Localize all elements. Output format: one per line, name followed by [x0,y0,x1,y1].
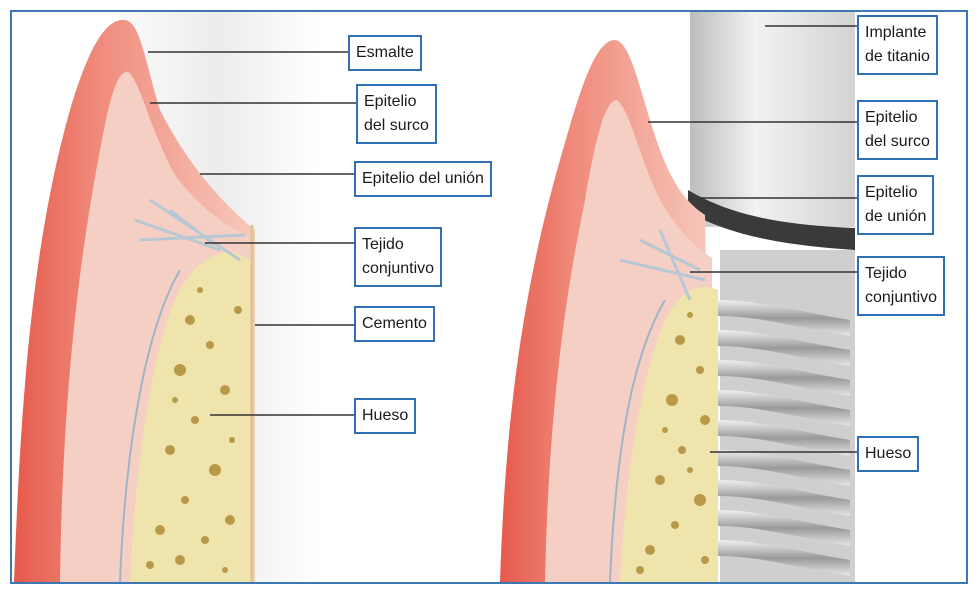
label-line: Tejido [865,265,907,282]
implant-threads [718,300,850,576]
connective-fibers [619,229,706,301]
label-line: conjuntivo [865,289,938,306]
label-hueso: Hueso [354,398,417,434]
bone-pores [146,287,242,573]
label-line: Epitelio [865,184,918,201]
label-line: Cemento [362,315,427,332]
label-line: conjuntivo [362,260,435,277]
label-line: Hueso [865,445,912,462]
leader-lines-right [648,25,858,453]
label-cemento: Cemento [354,306,435,342]
label-line: Epitelio del unión [362,170,484,187]
connective-fibers [134,198,246,262]
label-line: Esmalte [356,44,414,61]
label-epitelio-del-surco-implant: Epitelio del surco [857,100,938,160]
diagram-frame [10,10,968,584]
label-line: Implante [865,24,927,41]
label-line: del surco [364,117,429,134]
label-tejido-conjuntivo-implant: Tejido conjuntivo [857,256,946,316]
label-hueso-implant: Hueso [857,436,920,472]
natural-tooth-illustration [14,12,320,583]
bone-pores [636,312,710,574]
implant-collar [690,12,855,227]
label-line: Epitelio [364,93,417,110]
bone-region [620,287,718,582]
label-tejido-conjuntivo: Tejido conjuntivo [354,227,443,287]
label-line: Tejido [362,236,404,253]
label-epitelio-del-union: Epitelio del unión [354,161,492,197]
leader-lines-left [148,51,357,416]
label-implante-de-titanio: Implante de titanio [857,15,938,75]
label-line: Hueso [362,407,409,424]
bone-region [130,251,250,582]
implant-illustration [500,12,855,583]
label-line: del surco [865,133,930,150]
label-epitelio-del-surco: Epitelio del surco [356,84,437,144]
label-epitelio-de-union: Epitelio de unión [857,175,935,235]
label-line: de unión [865,208,927,225]
implant-dark-collar [688,190,855,250]
label-line: de titanio [865,48,930,65]
periodontal-line [609,299,666,583]
label-line: Epitelio [865,109,918,126]
periodontal-ligament-line [119,269,181,583]
label-esmalte: Esmalte [348,35,422,71]
